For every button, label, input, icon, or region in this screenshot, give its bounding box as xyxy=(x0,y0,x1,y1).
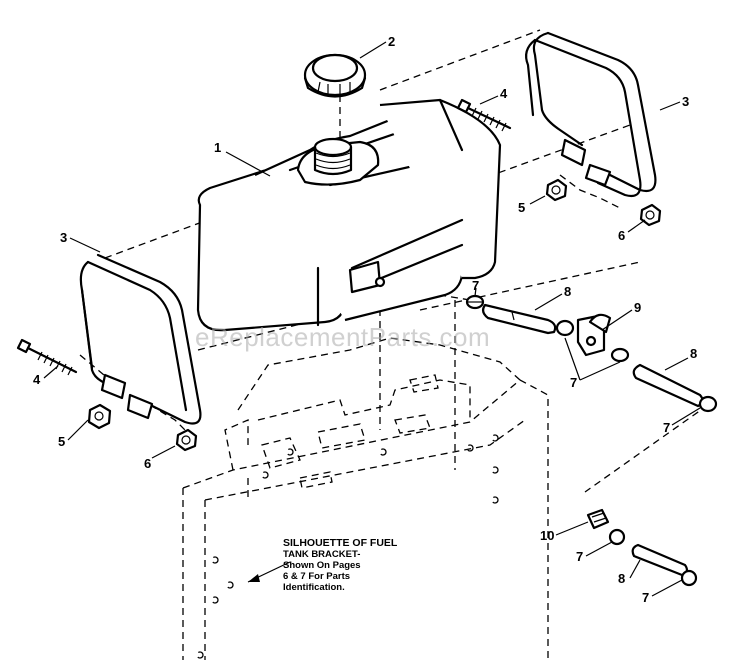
callout-7-e: 7 xyxy=(642,590,649,605)
callout-4-left: 4 xyxy=(33,372,41,387)
fuel-fitting[interactable] xyxy=(586,508,610,530)
leader-lines xyxy=(43,41,701,597)
callout-8-c: 8 xyxy=(618,571,625,586)
note-line-2: TANK BRACKET- xyxy=(283,549,361,560)
bracket-pointer-arrow xyxy=(247,561,291,583)
callout-7-c: 7 xyxy=(663,420,670,435)
callout-9: 9 xyxy=(634,300,641,315)
watermark: eReplacementParts.com xyxy=(195,322,491,352)
fuel-hose-lower[interactable] xyxy=(631,543,689,577)
callout-5-left: 5 xyxy=(58,434,65,449)
callout-3-left: 3 xyxy=(60,230,67,245)
callout-6-left: 6 xyxy=(144,456,151,471)
note-line-4: 6 & 7 For Parts xyxy=(283,571,351,582)
bracket-note: SILHOUETTE OF FUEL TANK BRACKET- Shown O… xyxy=(283,537,398,594)
callout-7-d: 7 xyxy=(576,549,583,564)
fuel-hose-middle[interactable] xyxy=(632,363,704,408)
tank-strap-left[interactable] xyxy=(79,253,202,425)
hose-clamp-c[interactable] xyxy=(610,347,630,363)
callout-6-right: 6 xyxy=(618,228,625,243)
hose-clamp-d[interactable] xyxy=(698,395,718,413)
fuel-tank-filler-neck xyxy=(313,137,353,176)
hose-clamp-f[interactable] xyxy=(680,569,698,587)
bolt-right[interactable] xyxy=(456,98,512,132)
nut-right-5[interactable] xyxy=(545,178,568,202)
callout-1: 1 xyxy=(214,140,221,155)
callout-2: 2 xyxy=(388,34,395,49)
fuel-hose-upper[interactable] xyxy=(481,303,557,335)
hose-clamp-a[interactable] xyxy=(465,294,485,310)
hose-clamp-b[interactable] xyxy=(555,319,575,337)
callout-8-b: 8 xyxy=(690,346,697,361)
nut-right-6[interactable] xyxy=(639,203,662,227)
hose-clamp-e[interactable] xyxy=(608,528,626,546)
nut-left-6[interactable] xyxy=(175,428,198,452)
callout-7-b: 7 xyxy=(570,375,577,390)
fuel-tank[interactable] xyxy=(196,98,502,332)
callout-10: 10 xyxy=(540,528,554,543)
fuel-cap[interactable] xyxy=(303,53,367,98)
tank-bracket-silhouette xyxy=(182,285,549,660)
callout-4-right: 4 xyxy=(500,86,508,101)
tank-strap-right[interactable] xyxy=(525,31,657,198)
note-line-1: SILHOUETTE OF FUEL xyxy=(283,537,398,549)
note-line-5: Identification. xyxy=(283,582,345,593)
callout-5-right: 5 xyxy=(518,200,525,215)
callout-7-a: 7 xyxy=(472,278,479,293)
callout-3-right: 3 xyxy=(682,94,689,109)
callout-8-a: 8 xyxy=(564,284,571,299)
note-line-3: Shown On Pages xyxy=(283,560,361,571)
fuel-shutoff-valve[interactable] xyxy=(576,313,612,357)
bolt-left[interactable] xyxy=(16,338,78,376)
callout-numbers: 1 2 3 3 4 4 5 5 6 6 7 7 7 7 7 8 8 8 9 10 xyxy=(33,34,697,605)
nut-left-5[interactable] xyxy=(87,403,112,430)
